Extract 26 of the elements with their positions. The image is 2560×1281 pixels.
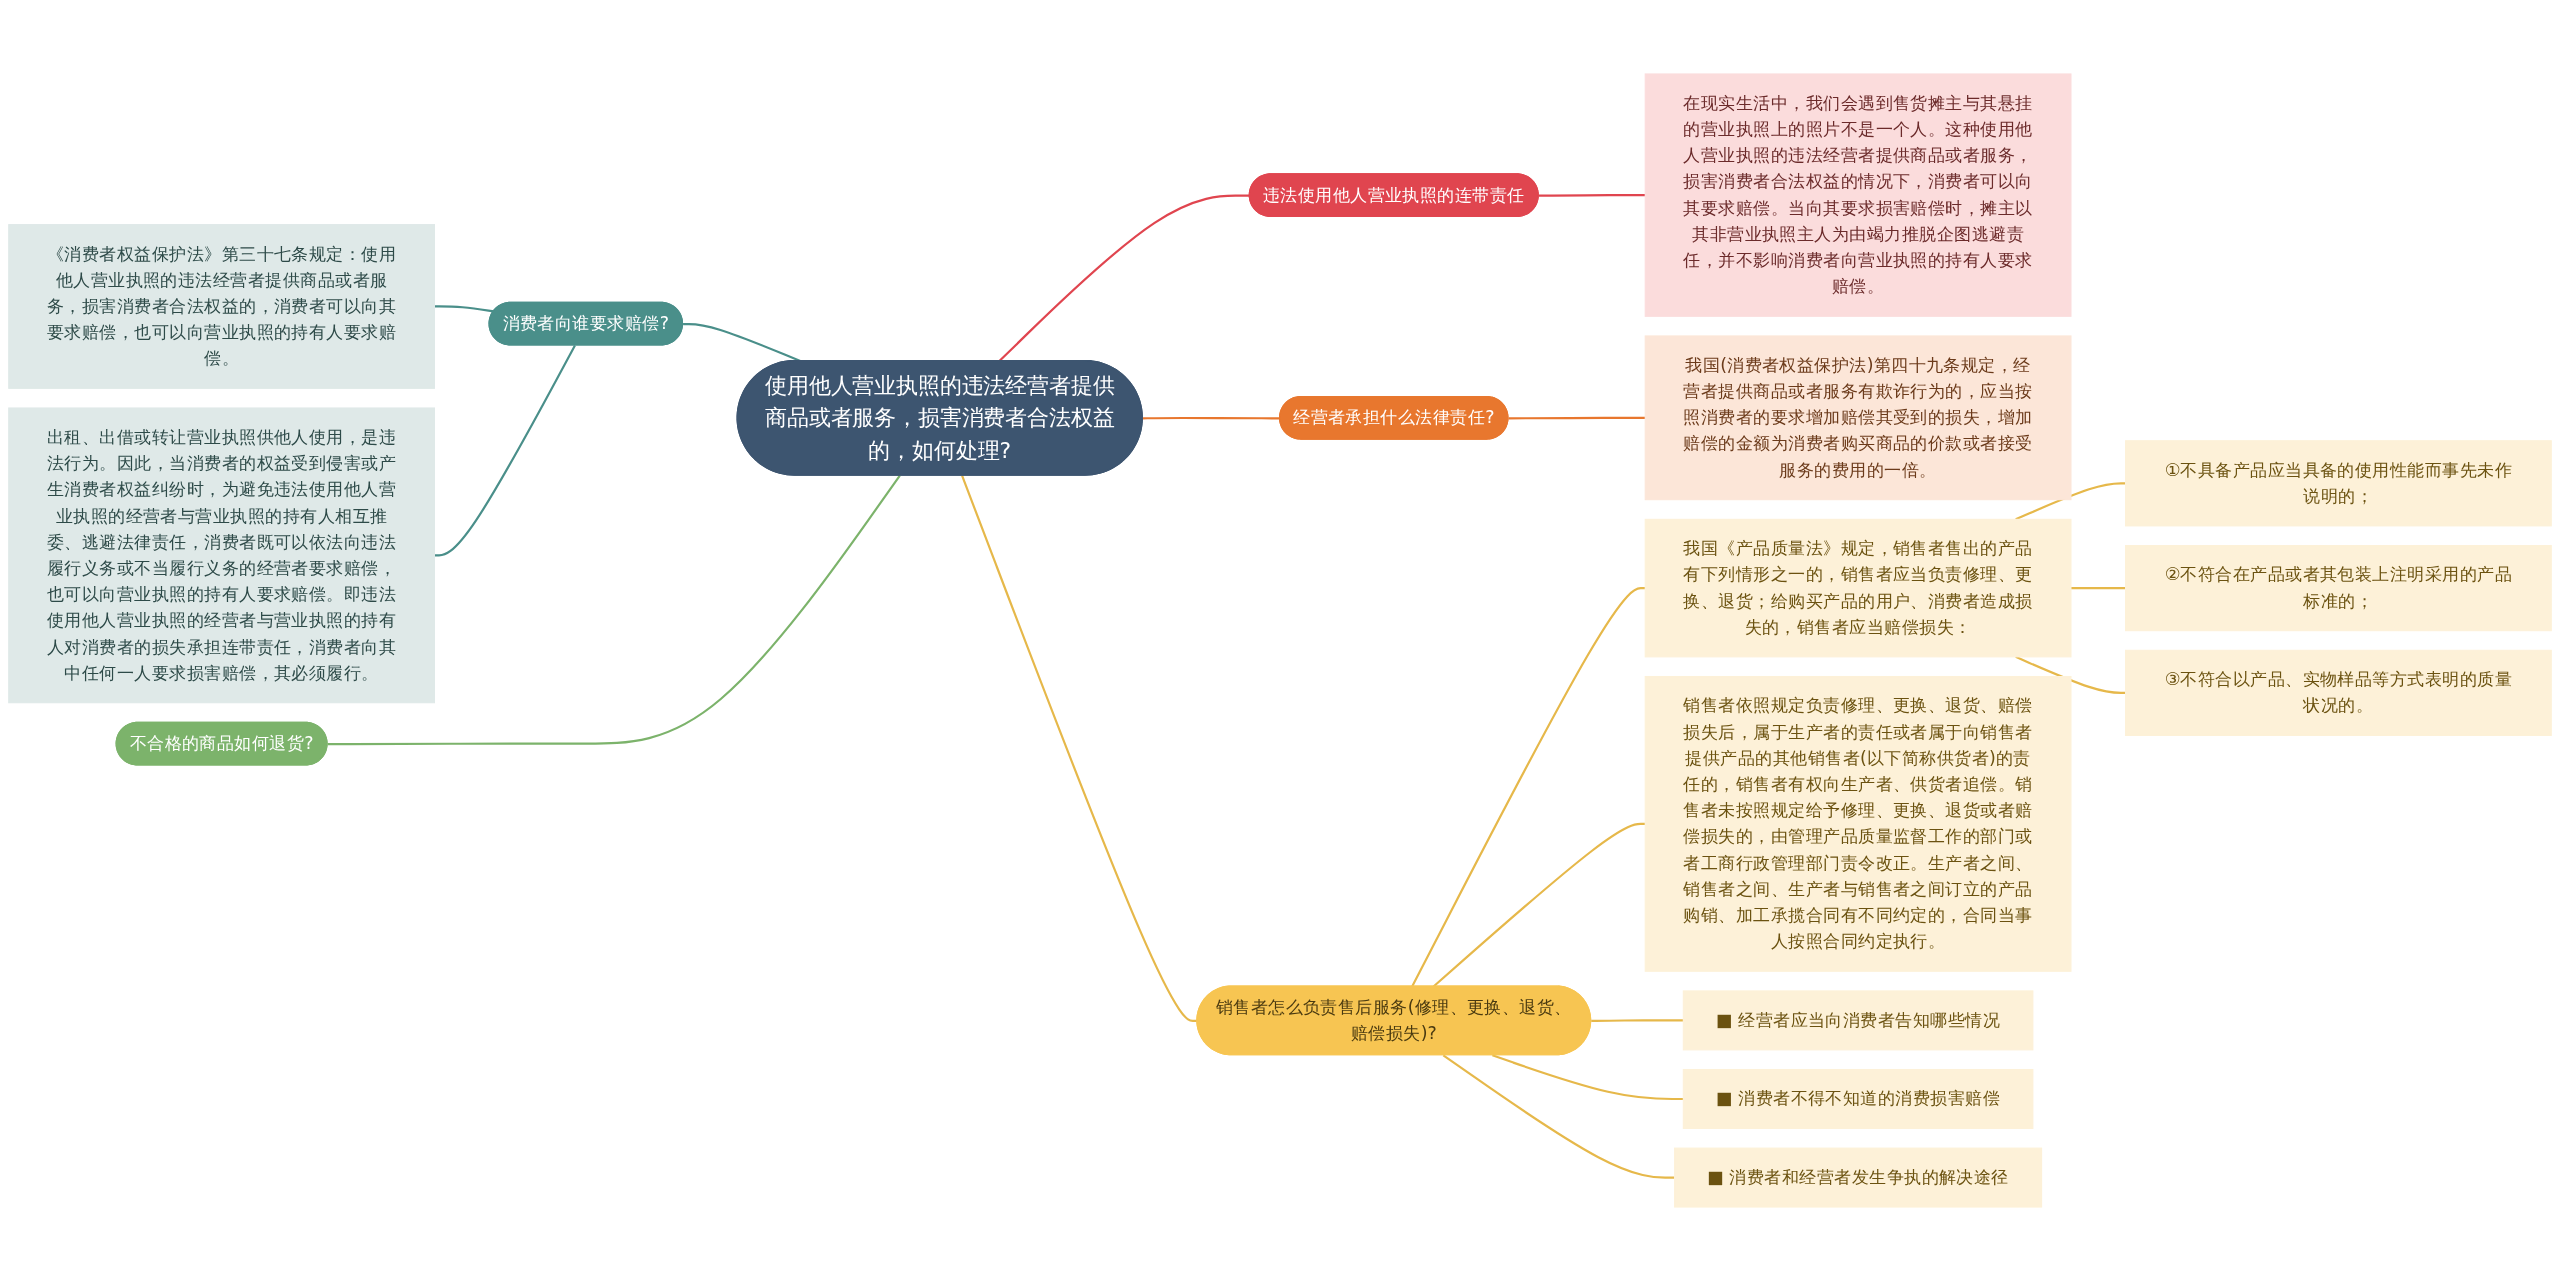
node-box: ②不符合在产品或者其包装上注明采用的产品标准的； [2125,545,2552,632]
connector [434,344,576,557]
connector [1538,194,1646,197]
connector [2070,587,2126,590]
connector [1442,1054,1675,1179]
connector [1591,1019,1684,1022]
connector [1432,822,1646,988]
connector [2015,655,2126,694]
connector [1411,587,1646,988]
node-box: 销售者依照规定负责修理、更换、退货、赔偿损失后，属于生产者的责任或者属于向销售者提供产品的其他销售者(以下简称供货者)的责任的，销售者有权向生产者、供货者追偿。销售者未按照规定给予修理、更换、退货或者赔偿损失的，由管理产品质量监督工作的部门或者工商行政管理部门责令改正。生产者之间、销售者之间、生产者与销售者之间订立的产品购销、加工承揽合同有不同约定的，合同当事人按照合同约定执行。 [1644,675,2072,972]
connector [1508,416,1646,420]
connector [683,323,801,363]
node-box: 在现实生活中，我们会遇到售货摊主与其悬挂的营业执照上的照片不是一个人。这种使用他人营业执照的违法经营者提供商品或者服务，损害消费者合法权益的情况下，消费者可以向其要求赔偿。当向其要求损害赔偿时，摊主以其非营业执照主人为由竭力推脱企图逃避责任，并不影响消费者向营业执照的持有人要求赔偿。 [1644,73,2072,317]
connector [327,475,901,746]
node-box: ■ 消费者和经营者发生争执的解决途径 [1674,1147,2043,1208]
node-box: ③不符合以产品、实物样品等方式表明的质量状况的。 [2125,649,2552,736]
node-box: 我国《产品质量法》规定，销售者售出的产品有下列情形之一的，销售者应当负责修理、更换、退货；给购买产品的用户、消费者造成损失的，销售者应当赔偿损失： [1644,518,2072,658]
node-box: 出租、出借或转让营业执照供他人使用，是违法行为。因此，当消费者的权益受到侵害或产生消费者权益纠纷时，为避免违法使用他人营业执照的经营者与营业执照的持有人相互推委、逃避法律责任，消费者既可以依法向违法履行义务或不当履行义务的经营者要求赔偿，也可以向营业执照的持有人要求赔偿。即违法使用他人营业执照的经营者与营业执照的持有人对消费者的损失承担连带责任，消费者向其中任何一人要求损害赔偿，其必须履行。 [8,407,435,704]
connector [2015,482,2126,521]
node-box: 我国(消费者权益保护法)第四十九条规定，经营者提供商品或者服务有欺诈行为的，应当按照消费者的要求增加赔偿其受到的损失，增加赔偿的金额为消费者购买商品的价款或者接受服务的费用的一倍。 [1644,335,2072,501]
connector [998,194,1250,362]
node-box: ■ 消费者不得不知道的消费损害赔偿 [1682,1068,2034,1129]
connector [1492,1054,1684,1101]
node-box: ①不具备产品应当具备的使用性能而事先未作说明的； [2125,440,2552,527]
node-box: 《消费者权益保护法》第三十七条规定：使用他人营业执照的违法经营者提供商品或者服务，损害消费者合法权益的，消费者可以向其要求赔偿，也可以向营业执照的持有人要求赔偿。 [8,224,435,389]
node-box: ■ 经营者应当向消费者告知哪些情况 [1682,990,2034,1051]
